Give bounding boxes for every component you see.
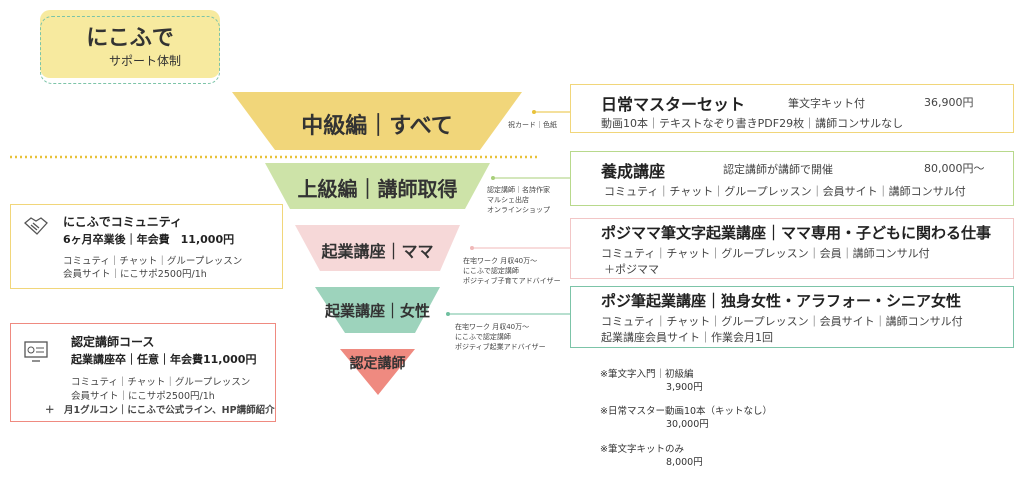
course-title: 日常マスターセット — [601, 95, 746, 114]
note-line: にこふで認定講師 — [463, 267, 519, 275]
course-title: ポジママ筆文字起業講座｜ママ専用・子どもに関わる仕事 — [601, 224, 992, 242]
community-line: 会員サイト｜にこサポ2500円/1h — [63, 269, 207, 280]
tier-4-label: 起業講座｜女性 — [324, 302, 430, 320]
course-detail-2: ＋ポジママ — [604, 263, 659, 276]
instructor-box: 認定講師コース 起業講座卒｜任意｜年会費11,000円 コミュティ｜チャット｜グ… — [10, 323, 276, 422]
course-box-daily-master: 日常マスターセット 筆文字キット付 36,900円 動画10本｜テキストなぞり書… — [570, 84, 1014, 133]
community-title: にこふでコミュニティ — [63, 215, 183, 229]
note-label: ※日常マスター動画10本（キットなし） — [600, 406, 773, 417]
note-line: にこふで認定講師 — [455, 333, 511, 341]
course-detail: コミュティ｜チャット｜グループレッスン｜会員サイト｜講師コンサル付 — [601, 315, 963, 328]
course-detail-2: 起業講座会員サイト｜作業会月1回 — [601, 331, 773, 344]
community-sub: 6ヶ月卒業後｜年会費 11,000円 — [63, 233, 235, 246]
note-line: 在宅ワーク 月収40万〜 — [463, 257, 538, 265]
note-kit-only: ※筆文字キットのみ 8,000円 — [600, 443, 703, 469]
instructor-line: コミュティ｜チャット｜グループレッスン — [71, 377, 251, 388]
community-box: にこふでコミュニティ 6ヶ月卒業後｜年会費 11,000円 コミュティ｜チャット… — [10, 204, 283, 289]
funnel-tier-1 — [232, 92, 522, 150]
note-label: ※筆文字入門｜初級編 — [600, 369, 694, 380]
course-detail: 動画10本｜テキストなぞり書きPDF29枚｜講師コンサルなし — [601, 117, 904, 130]
course-sub: 認定講師が講師で開催 — [723, 163, 833, 176]
note-price: 3,900円 — [666, 382, 703, 393]
funnel-tier-4 — [315, 287, 440, 333]
tier-2-label: 上級編｜講師取得 — [297, 177, 458, 201]
note-price: 8,000円 — [666, 457, 703, 468]
handshake-icon — [24, 217, 48, 235]
funnel-tier-5 — [340, 349, 415, 395]
course-box-posifude: ポジ筆起業講座｜独身女性・アラフォー・シニア女性 コミュティ｜チャット｜グループ… — [570, 286, 1014, 348]
course-price: 36,900円 — [924, 96, 974, 109]
logo-box — [40, 10, 220, 78]
funnel-tier-2 — [265, 163, 490, 209]
funnel-tier-3 — [295, 225, 460, 271]
note-daily-video: ※日常マスター動画10本（キットなし） 30,000円 — [600, 405, 772, 431]
note-line: 認定講師｜名詩作家 — [487, 186, 550, 194]
tier-2-note: 認定講師｜名詩作家マルシェ出店オンラインショップ — [487, 185, 550, 215]
note-intro: ※筆文字入門｜初級編 3,900円 — [600, 368, 703, 394]
logo-subtitle: サポート体制 — [108, 54, 181, 68]
logo-dashed-frame — [40, 16, 220, 84]
course-title: 養成講座 — [601, 162, 666, 181]
note-line: ポジティブ起業アドバイザー — [455, 343, 546, 351]
course-box-posimama: ポジママ筆文字起業講座｜ママ専用・子どもに関わる仕事 コミュティ｜チャット｜グル… — [570, 218, 1014, 279]
note-line: オンラインショップ — [487, 206, 550, 214]
computer-certificate-icon — [24, 341, 48, 362]
community-line: コミュティ｜チャット｜グループレッスン — [63, 256, 243, 267]
course-title: ポジ筆起業講座｜独身女性・アラフォー・シニア女性 — [601, 292, 962, 310]
course-box-training: 養成講座 認定講師が講師で開催 80,000円〜 コミュティ｜チャット｜グループ… — [570, 151, 1014, 206]
note-line: ポジティブ子育てアドバイザー — [463, 277, 561, 285]
course-sub: 筆文字キット付 — [788, 97, 865, 110]
course-detail: コミュティ｜チャット｜グループレッスン｜会員サイト｜講師コンサル付 — [604, 185, 966, 198]
tier-5-label: 認定講師 — [349, 356, 406, 372]
connectors — [446, 110, 570, 316]
instructor-title: 認定講師コース — [71, 335, 155, 349]
course-price: 80,000円〜 — [924, 162, 985, 175]
course-detail: コミュティ｜チャット｜グループレッスン｜会員｜講師コンサル付 — [601, 247, 930, 260]
logo-title: にこふで — [86, 26, 174, 51]
tier-4-note: 在宅ワーク 月収40万〜にこふで認定講師ポジティブ起業アドバイザー — [455, 322, 546, 352]
note-line: 在宅ワーク 月収40万〜 — [455, 323, 530, 331]
tier-3-label: 起業講座｜ママ — [321, 242, 434, 261]
tier-3-note: 在宅ワーク 月収40万〜にこふで認定講師ポジティブ子育てアドバイザー — [463, 256, 561, 286]
instructor-extra: ＋ 月1グルコン｜にこふで公式ライン、HP講師紹介 — [45, 405, 275, 416]
tier-1-label: 中級編｜すべて — [301, 114, 453, 139]
instructor-line: 会員サイト｜にこサポ2500円/1h — [71, 391, 215, 402]
instructor-sub: 起業講座卒｜任意｜年会費11,000円 — [71, 353, 257, 366]
tier-1-note: 祝カード｜色紙 — [508, 121, 557, 129]
note-line: マルシェ出店 — [487, 196, 529, 204]
note-label: ※筆文字キットのみ — [600, 444, 684, 455]
note-price: 30,000円 — [666, 419, 709, 430]
